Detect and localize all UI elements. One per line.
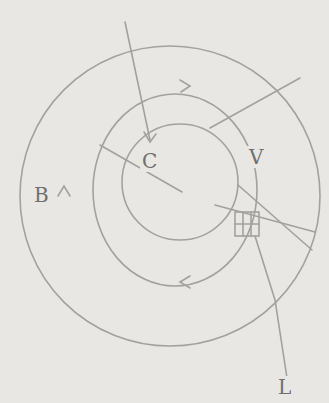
direction-arrow [144, 132, 156, 142]
leader-line [255, 236, 287, 378]
direction-arrow [180, 276, 190, 288]
cross-line [215, 205, 315, 232]
radial-line [100, 145, 182, 192]
radial-line [125, 22, 150, 140]
radial-line [210, 78, 300, 128]
region-label: B [32, 184, 51, 206]
region-label: L [276, 376, 293, 398]
direction-arrow [180, 80, 190, 92]
grid-line [235, 223, 259, 225]
region-label: C [140, 150, 159, 172]
region-label: V [247, 146, 265, 168]
radial-line [238, 185, 312, 250]
middle-circle [93, 94, 257, 286]
area-element [235, 212, 259, 236]
direction-arrow [58, 186, 70, 196]
inner-circle [122, 124, 238, 240]
